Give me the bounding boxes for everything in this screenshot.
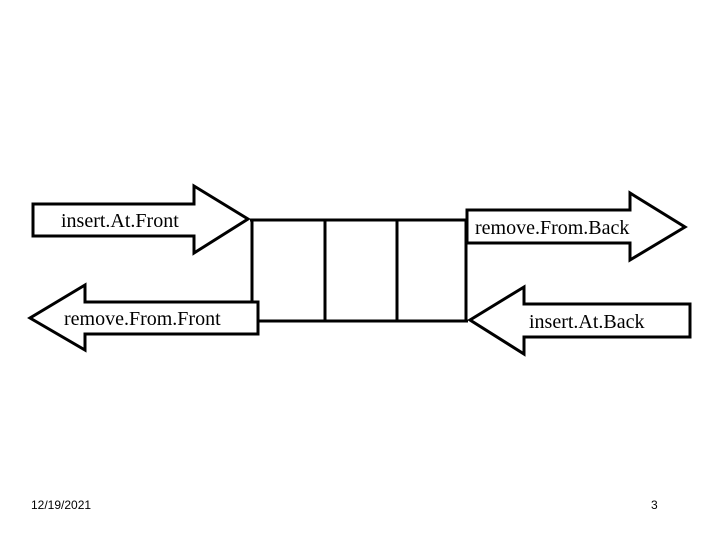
insert-at-front-arrow [31, 183, 251, 256]
footer-date: 12/19/2021 [31, 498, 92, 512]
remove-from-front-arrow [27, 282, 260, 353]
slide-number: 3 [651, 498, 658, 512]
remove-from-back-arrow [465, 190, 688, 263]
insert-at-back-arrow [467, 284, 692, 357]
insert-at-back-label: insert.At.Back [529, 311, 645, 333]
insert-at-front-label: insert.At.Front [61, 210, 179, 232]
remove-from-front-label: remove.From.Front [64, 308, 221, 330]
deque-box [250, 218, 468, 323]
remove-from-back-label: remove.From.Back [475, 217, 629, 239]
